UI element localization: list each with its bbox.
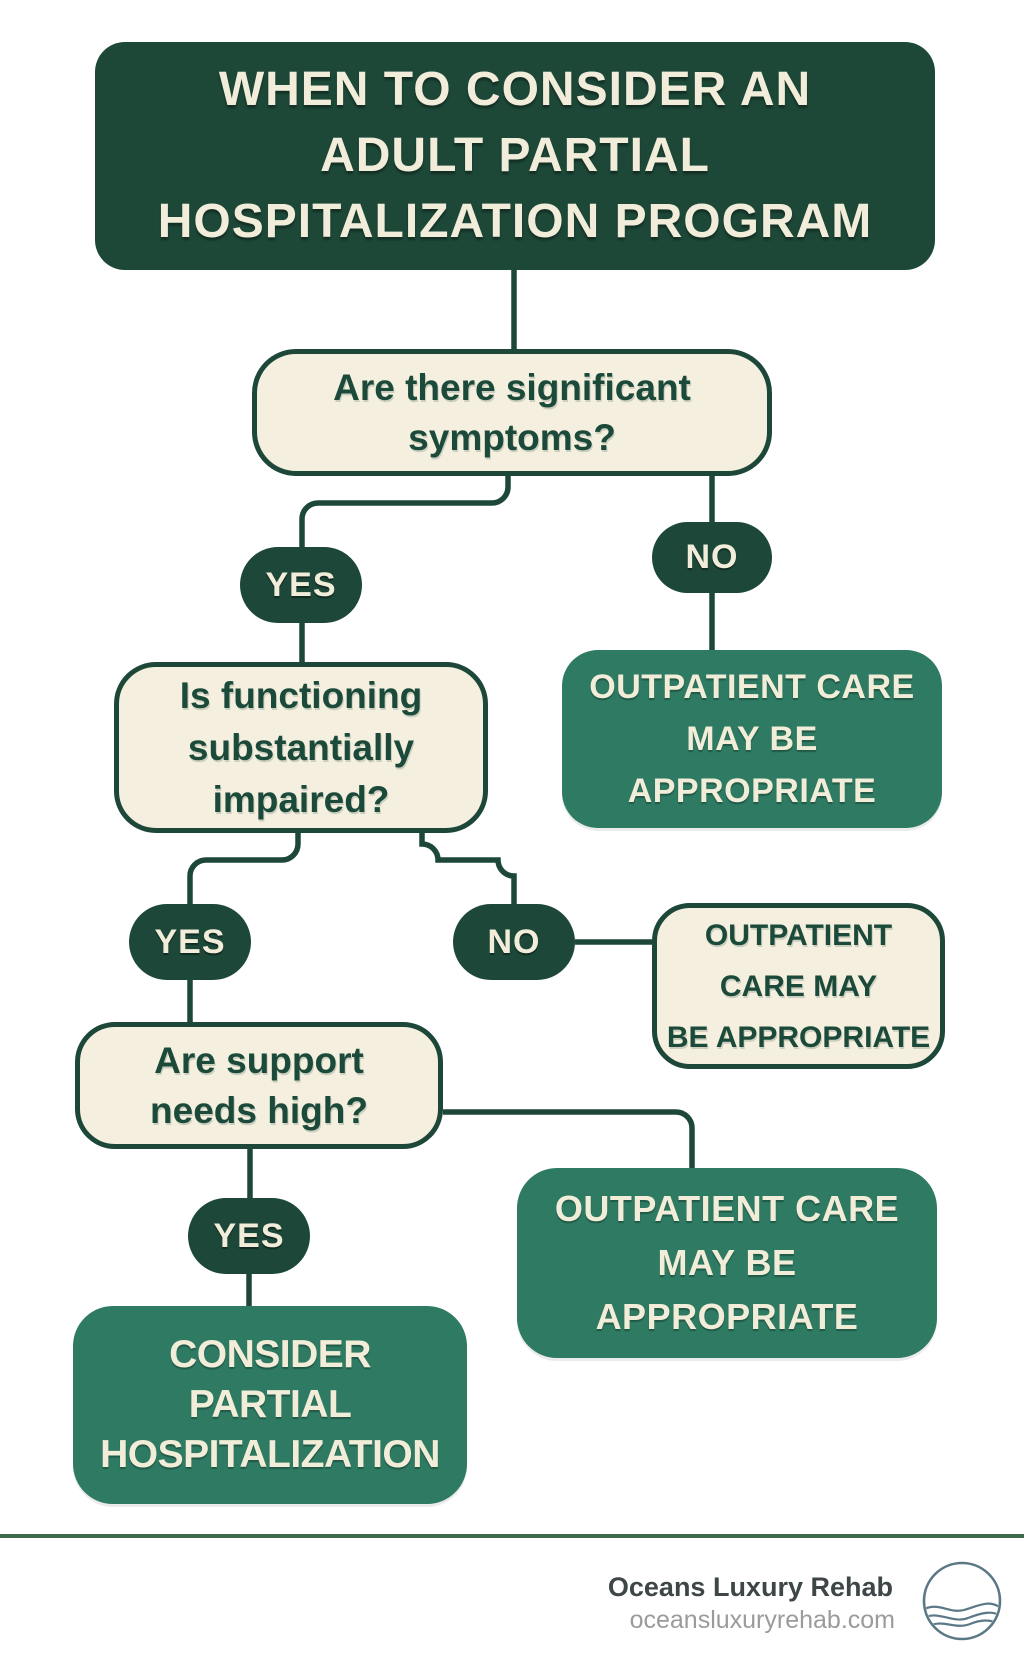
title-banner: WHEN TO CONSIDER AN ADULT PARTIAL HOSPIT…	[95, 42, 935, 270]
ocean-waves-logo-icon	[922, 1561, 1002, 1641]
brand-name: Oceans Luxury Rehab	[607, 1572, 893, 1602]
decision-line: Is functioning	[179, 674, 423, 716]
connector-q2-to-no2	[419, 831, 517, 906]
footer-divider	[0, 1534, 1024, 1538]
branch-label: NO	[487, 922, 541, 961]
branch1-no-pill: NO	[652, 522, 772, 593]
decision-line: Are there significant	[333, 366, 691, 408]
outcome-line: PARTIAL	[188, 1383, 352, 1426]
connector-q1-to-yes1	[299, 474, 511, 549]
title-line: HOSPITALIZATION PROGRAM	[157, 195, 873, 248]
branch3-yes-pill: YES	[188, 1198, 310, 1274]
outcome-line: OUTPATIENT CARE	[589, 668, 915, 706]
website-url: oceansluxuryrehab.com	[629, 1606, 895, 1634]
outcome-line: HOSPITALIZATION	[100, 1433, 440, 1476]
branch-label: NO	[685, 538, 739, 576]
outcome-line: CONSIDER	[169, 1333, 371, 1376]
branch-label: YES	[154, 922, 226, 961]
outcome-line: APPROPRIATE	[627, 772, 877, 810]
branch2-no-pill: NO	[453, 904, 575, 980]
title-line: ADULT PARTIAL	[320, 129, 710, 182]
branch-label: YES	[213, 1216, 285, 1255]
decision-functioning-impaired: Is functioning substantially impaired?	[114, 662, 488, 833]
outcome-line: CARE MAY	[719, 969, 878, 1003]
branch2-yes-pill: YES	[129, 904, 251, 980]
decision-significant-symptoms: Are there significant symptoms?	[252, 349, 772, 476]
outcome-outpatient-care-3: OUTPATIENT CARE MAY BE APPROPRIATE	[517, 1168, 937, 1358]
outcome-line: OUTPATIENT CARE	[554, 1188, 900, 1229]
connector-q2-to-yes2	[187, 831, 301, 906]
title-line: WHEN TO CONSIDER AN	[218, 63, 812, 116]
connector-q3-to-outcome3	[443, 1109, 695, 1170]
outcome-line: MAY BE	[686, 720, 818, 758]
decision-support-needs-high: Are support needs high?	[75, 1022, 443, 1149]
outcome-line: OUTPATIENT	[704, 918, 893, 952]
outcome-line: MAY BE	[657, 1242, 797, 1283]
branch-label: YES	[265, 565, 337, 604]
outcome-outpatient-care-1: OUTPATIENT CARE MAY BE APPROPRIATE	[562, 650, 942, 828]
outcome-line: BE APPROPRIATE	[666, 1020, 931, 1054]
decision-line: needs high?	[150, 1089, 368, 1131]
outcome-consider-partial-hospitalization: CONSIDER PARTIAL HOSPITALIZATION	[73, 1306, 467, 1504]
branch1-yes-pill: YES	[240, 547, 362, 623]
outcome-line: APPROPRIATE	[595, 1296, 859, 1337]
decision-line: symptoms?	[408, 416, 616, 458]
decision-line: Are support	[154, 1039, 364, 1081]
outcome-outpatient-care-2: OUTPATIENT CARE MAY BE APPROPRIATE	[652, 903, 945, 1069]
decision-line: substantially	[187, 726, 415, 768]
decision-line: impaired?	[212, 778, 390, 820]
